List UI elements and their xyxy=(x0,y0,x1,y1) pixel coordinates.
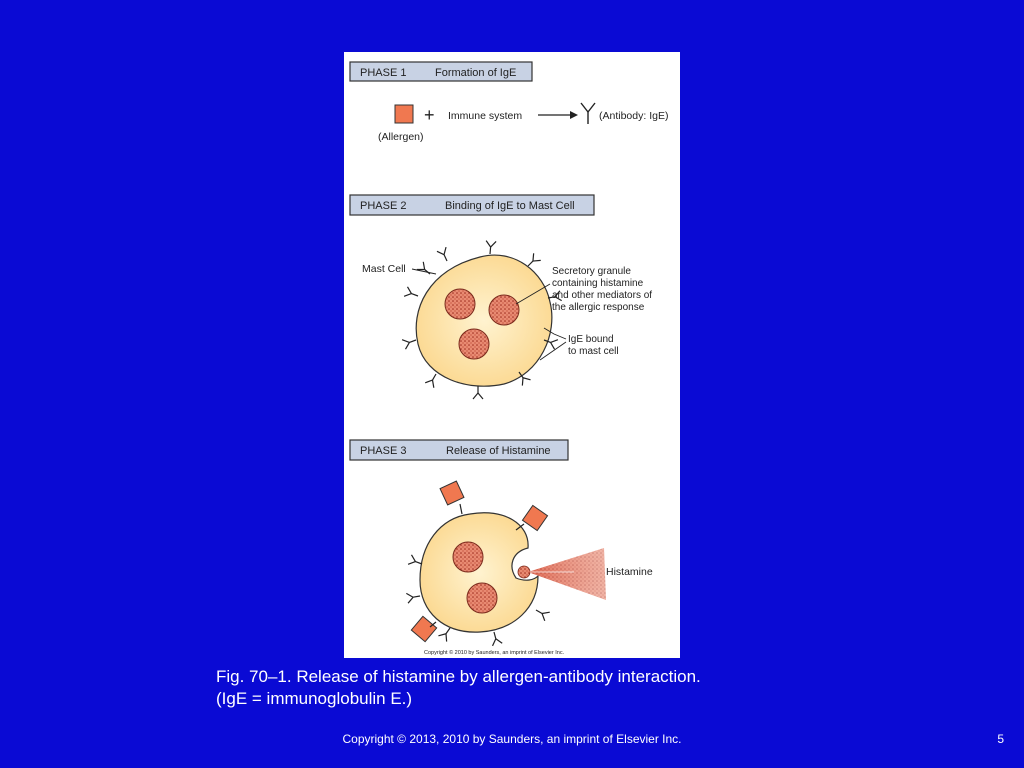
ige-label-line2: to mast cell xyxy=(568,346,619,357)
phase3-header: PHASE 3 Release of Histamine xyxy=(350,440,568,460)
secretory-granule xyxy=(445,289,475,319)
allergic-response-figure: PHASE 1 Formation of IgE + Immune system… xyxy=(344,52,680,658)
secretory-granule xyxy=(459,329,489,359)
arrowhead-icon xyxy=(570,111,578,119)
mast-cell-label: Mast Cell xyxy=(362,263,406,275)
phase3-label: PHASE 3 xyxy=(360,445,406,457)
phase2-diagram: Mast Cell Secretory granule containing h… xyxy=(362,241,652,399)
slide-number: 5 xyxy=(980,732,1004,746)
phase3-diagram: Histamine Copyright © 2010 by Saunders, … xyxy=(406,481,653,656)
caption-line1: Fig. 70–1. Release of histamine by aller… xyxy=(216,666,836,688)
phase3-title: Release of Histamine xyxy=(446,445,551,457)
figure-copyright: Copyright © 2010 by Saunders, an imprint… xyxy=(424,649,565,656)
caption-line2: (IgE = immunoglobulin E.) xyxy=(216,688,836,710)
antibody-ige-icon xyxy=(581,103,595,124)
histamine-label: Histamine xyxy=(606,566,653,578)
allergen-label: (Allergen) xyxy=(378,131,424,143)
phase2-header: PHASE 2 Binding of IgE to Mast Cell xyxy=(350,195,594,215)
mast-cell-body xyxy=(416,255,552,386)
secretory-granule xyxy=(453,542,483,572)
secretory-granule xyxy=(467,583,497,613)
footer-copyright: Copyright © 2013, 2010 by Saunders, an i… xyxy=(0,732,1024,746)
immune-system-label: Immune system xyxy=(448,110,522,122)
plus-sign: + xyxy=(424,105,435,125)
antibody-label: (Antibody: IgE) xyxy=(599,110,668,122)
secretory-granule xyxy=(489,295,519,325)
phase2-label: PHASE 2 xyxy=(360,200,406,212)
phase2-title: Binding of IgE to Mast Cell xyxy=(445,200,575,212)
granule-label-line1: Secretory granule xyxy=(552,266,631,277)
allergen-square-icon xyxy=(395,105,413,123)
figure-diagram: PHASE 1 Formation of IgE + Immune system… xyxy=(344,52,680,658)
granule-label-line3: and other mediators of xyxy=(552,290,652,301)
phase1-label: PHASE 1 xyxy=(360,67,406,79)
phase1-diagram: + Immune system (Antibody: IgE) (Allerge… xyxy=(378,103,668,143)
granule-label-line4: the allergic response xyxy=(552,302,645,313)
ige-label-line1: IgE bound xyxy=(568,334,614,345)
figure-caption: Fig. 70–1. Release of histamine by aller… xyxy=(216,666,836,710)
granule-label-line2: containing histamine xyxy=(552,278,644,289)
phase1-header: PHASE 1 Formation of IgE xyxy=(350,62,532,81)
phase1-title: Formation of IgE xyxy=(435,67,516,79)
